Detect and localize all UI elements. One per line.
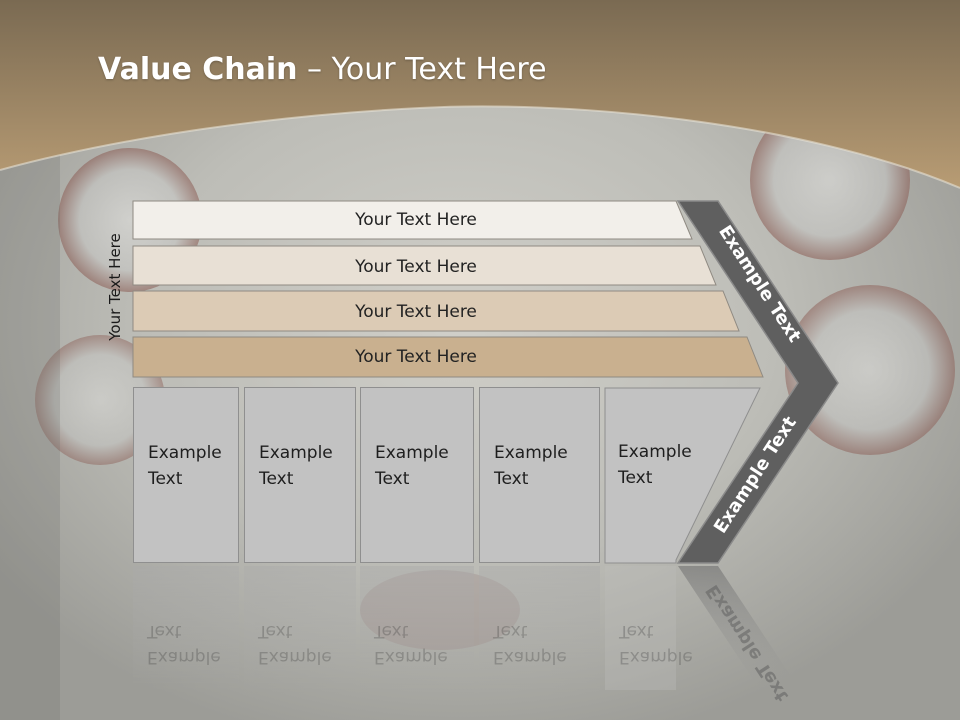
bar-1-shape [132, 200, 693, 240]
box-1-reflection: Example Text [133, 566, 239, 696]
box-4-label: Example Text [494, 443, 568, 489]
chevron-reflection-label: Example Text [702, 581, 793, 706]
header-band [0, 0, 960, 188]
slide-title: Value Chain – Your Text Here [98, 52, 547, 87]
box-3-reflection-label: Example Text [374, 621, 448, 667]
bar-2-shape [132, 245, 717, 286]
chevron-reflection [678, 566, 800, 690]
box-5-reflection: Example Text [605, 566, 693, 696]
bar-3-label: Your Text Here [354, 302, 477, 322]
box-4-reflection-label: Example Text [493, 621, 567, 667]
box-1: Example Text [133, 387, 239, 563]
box-1-label: Example Text [148, 443, 222, 489]
box-3-reflection: Example Text [360, 566, 474, 696]
bar-1-label: Your Text Here [354, 210, 477, 230]
title-rest: – Your Text Here [297, 52, 547, 87]
box-2-reflection: Example Text [244, 566, 356, 696]
box-2-reflection-label: Example Text [258, 621, 332, 667]
box-3: Example Text [360, 387, 474, 563]
box-5-label: Example Text [618, 442, 692, 488]
box-3-label: Example Text [375, 443, 449, 489]
title-bold: Value Chain [98, 52, 298, 87]
box-5-shape [604, 387, 761, 564]
box-2-label: Example Text [259, 443, 333, 489]
box-5-reflection-label: Example Text [619, 621, 693, 667]
bar-3-shape [132, 290, 740, 332]
box-2: Example Text [244, 387, 356, 563]
bar-4-label: Your Text Here [354, 347, 477, 367]
bar-4-shape [132, 336, 764, 378]
bar-2-label: Your Text Here [354, 257, 477, 277]
chevron-shape [676, 200, 839, 564]
box-4: Example Text [479, 387, 600, 563]
box-1-reflection-label: Example Text [147, 621, 221, 667]
box-4-reflection: Example Text [479, 566, 600, 696]
